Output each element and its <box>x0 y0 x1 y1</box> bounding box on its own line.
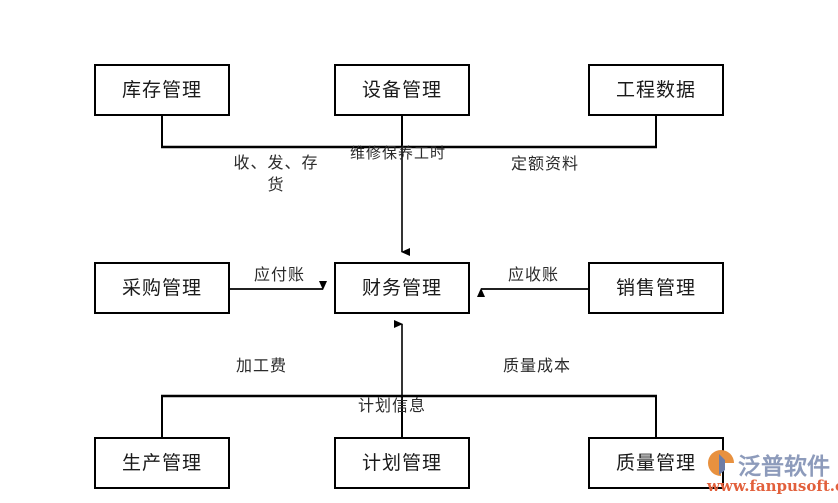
edge-label-equipment-finance: 维修保养工时 <box>350 144 447 162</box>
node-label-finance: 财务管理 <box>361 276 442 299</box>
node-label-inventory: 库存管理 <box>121 78 202 101</box>
edge-label-quality-finance: 质量成本 <box>503 356 572 375</box>
edge-label-engdata-finance: 定额资料 <box>511 154 580 173</box>
top-bus-connector <box>161 116 657 149</box>
node-label-purchase: 采购管理 <box>121 276 202 299</box>
node-label-equipment: 设备管理 <box>361 78 442 101</box>
node-production[interactable]: 生产管理 <box>94 437 230 489</box>
node-purchase[interactable]: 采购管理 <box>94 262 230 314</box>
bottom-bus-connector <box>161 394 657 437</box>
edge-label-sales-finance: 应收账 <box>508 265 560 284</box>
node-planning[interactable]: 计划管理 <box>334 437 470 489</box>
node-quality[interactable]: 质量管理 <box>588 437 724 489</box>
node-engineering-data[interactable]: 工程数据 <box>588 64 724 116</box>
node-sales[interactable]: 销售管理 <box>588 262 724 314</box>
node-label-quality: 质量管理 <box>615 451 696 474</box>
node-finance[interactable]: 财务管理 <box>334 262 470 314</box>
edge-label-inventory-finance: 收、发、存货 <box>233 153 319 194</box>
node-label-planning: 计划管理 <box>361 451 442 474</box>
node-label-sales: 销售管理 <box>615 276 696 299</box>
node-inventory[interactable]: 库存管理 <box>94 64 230 116</box>
edge-label-production-finance: 加工费 <box>236 356 288 375</box>
node-label-engineering-data: 工程数据 <box>615 78 696 101</box>
node-label-production: 生产管理 <box>121 451 202 474</box>
edge-label-planning-finance: 计划信息 <box>358 396 427 415</box>
node-equipment[interactable]: 设备管理 <box>334 64 470 116</box>
edge-label-purchase-finance: 应付账 <box>254 265 306 284</box>
